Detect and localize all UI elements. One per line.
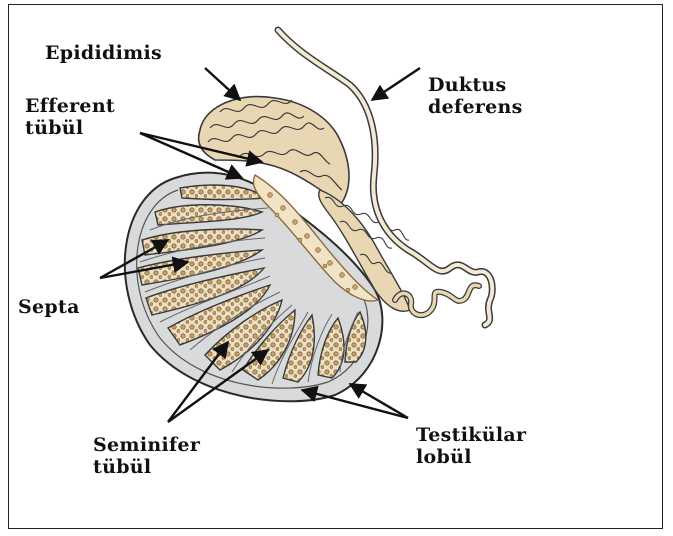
label-septa: Septa: [18, 296, 80, 318]
label-efferent-tubul: Efferent tübül: [25, 95, 115, 139]
arrow-lobul-2: [350, 384, 408, 418]
label-seminifer-tubul: Seminifer tübül: [93, 434, 200, 478]
label-testikular-lobul: Testikülar lobül: [416, 424, 526, 468]
label-epididimis: Epididimis: [45, 42, 162, 64]
arrow-lobul-1: [302, 390, 408, 418]
label-duktus-deferens: Duktus deferens: [428, 74, 523, 118]
arrow-epididimis: [205, 68, 240, 100]
arrow-duktus: [372, 68, 420, 100]
